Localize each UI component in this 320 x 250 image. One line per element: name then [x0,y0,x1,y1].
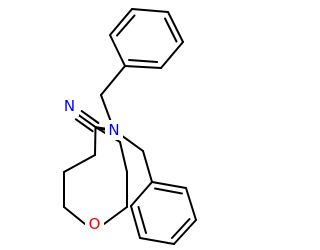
bond-ch2-ipso-top [100,65,126,96]
atom-label-amine-n: N [105,120,123,140]
phenyl-bottom-bond-5 [185,187,197,221]
phenyl-bottom-bond-1 [130,181,153,207]
ring-o-label: O [89,215,101,233]
nitrile-triple-bond-3 [80,110,100,124]
phenyl-top-bond-1 [109,34,126,67]
benzyl-top [100,8,184,131]
bond-ch2-ipso-bottom [142,150,153,183]
ring-bond-c3b-c2b [119,141,128,173]
nitrile-triple-bond-1 [74,118,94,133]
phenyl-top-double-2 [164,17,178,43]
phenyl-bottom-double-3 [154,187,183,195]
phenyl-top-double-1 [116,14,136,37]
ring-bond-c4-c3a [94,126,97,156]
phenyl-top-bond-4 [167,11,184,43]
phenyl-top-bond-3 [131,8,169,13]
atom-label-ring-o: O [85,214,104,234]
phenyl-top-bond-5 [160,41,184,69]
nitrile-n-label: N [64,97,75,115]
tetrahydropyran-ring [63,126,128,225]
dibenzylamino-oxane-carbonitrile-structure: N N O [60,8,197,245]
phenyl-top-bond-2 [109,8,133,36]
ring-bond-o-c2b-lower [103,206,128,225]
atom-label-nitrile-n: N [60,96,79,116]
phenyl-bottom-bond-3 [139,237,175,245]
phenyl-bottom-bond-6 [151,181,187,189]
phenyl-bottom-bond-2 [130,205,141,239]
phenyl-top-bond-6 [124,65,162,69]
nitrile-triple-bond-2 [77,114,97,129]
phenyl-bottom-double-1 [137,206,147,234]
ring-bond-c3a-c2a [63,154,96,173]
amine-n-label: N [108,121,119,139]
ring-bond-o-c2a-lower [63,206,86,225]
phenyl-top-double-3 [128,59,158,63]
phenyl-bottom-double-2 [171,218,191,239]
phenyl-bottom-bond-4 [173,219,197,245]
